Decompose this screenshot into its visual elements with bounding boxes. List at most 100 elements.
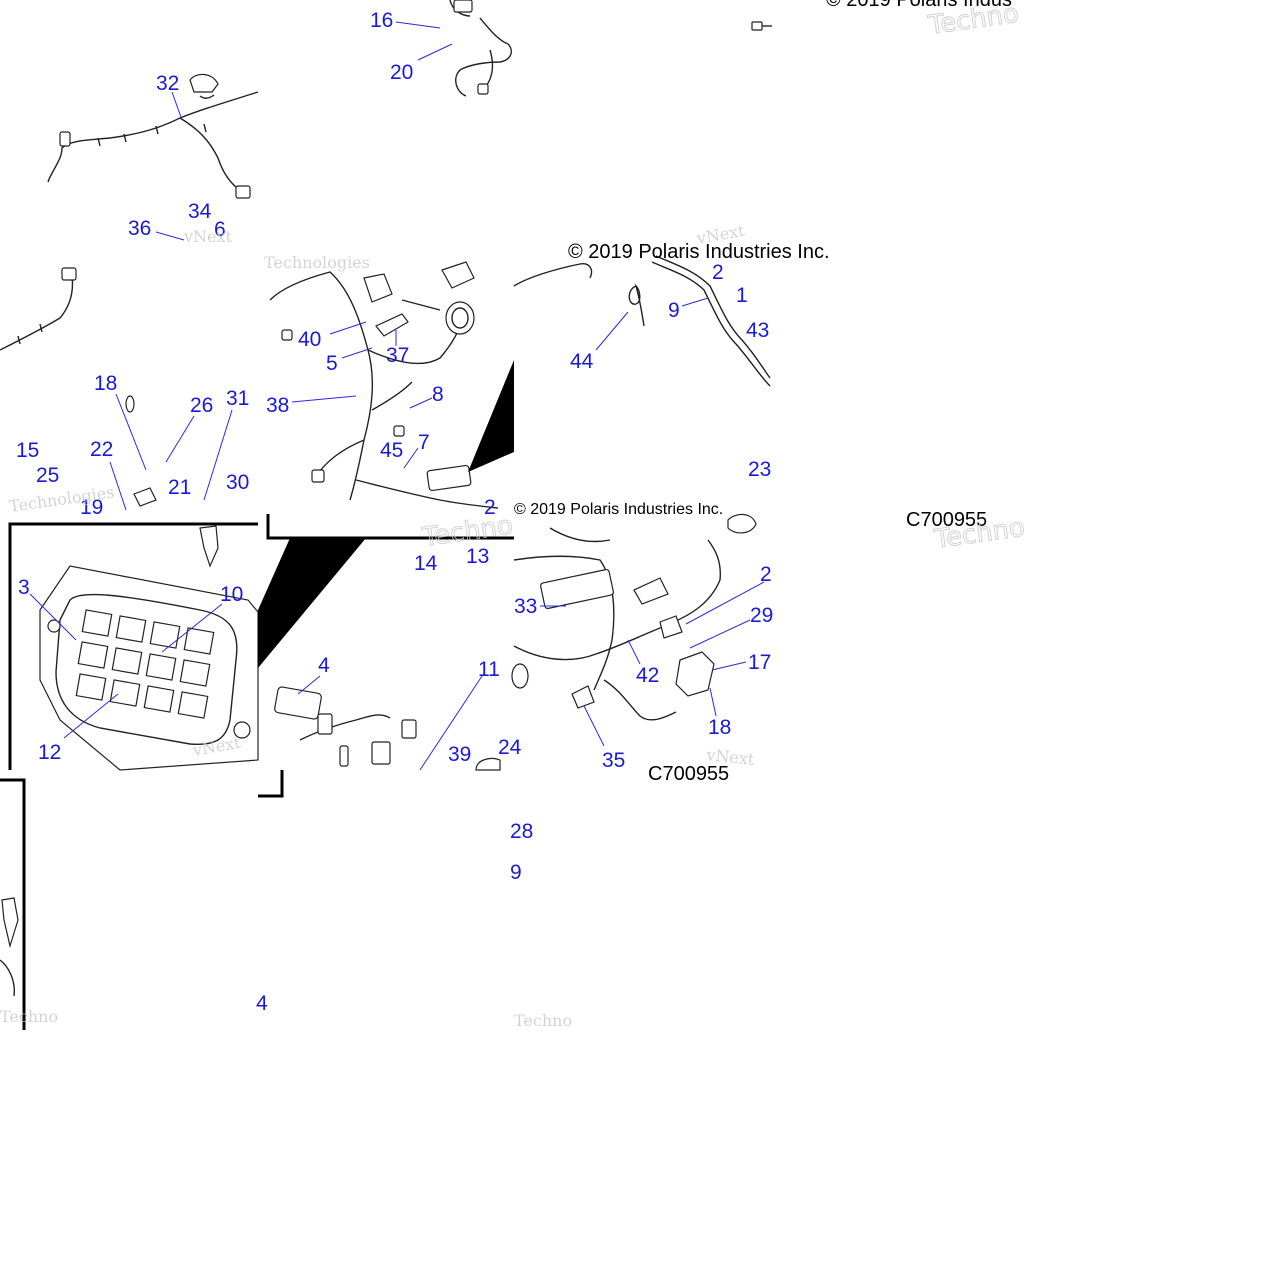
callout-19: 19	[80, 496, 103, 519]
callout-38: 38	[266, 394, 289, 417]
leader-38	[291, 395, 357, 403]
leader-42	[627, 639, 641, 665]
grommet	[125, 395, 135, 413]
inset-frame	[266, 514, 514, 540]
connector	[453, 0, 473, 13]
callout-42: 42	[636, 664, 659, 687]
callout-8: 8	[432, 383, 444, 406]
tile-bottom: 4 28 9 Techno Techno	[0, 778, 572, 1030]
tile-lower-middle: 4 11 14 13 39 24 Techno	[258, 510, 522, 798]
callout-25: 25	[36, 464, 59, 487]
callout-9: 2	[712, 261, 724, 284]
callout-21: 21	[168, 476, 191, 499]
inset-frame	[0, 778, 26, 1030]
callout-28: 28	[510, 820, 533, 843]
copyright-text-middle: © 2019 Polaris Industries Inc.	[568, 241, 830, 263]
leader-11	[419, 675, 483, 771]
callout-45: 45	[380, 439, 403, 462]
figure-code-lower: C700955	[648, 763, 729, 785]
connector	[61, 267, 77, 281]
callout-17: 17	[748, 651, 771, 674]
wire-harness-branch	[371, 381, 413, 411]
wire-harness-segment	[449, 0, 512, 97]
tile-fuse-box-inset: 3 10 12 vNext	[8, 522, 259, 771]
wire-harness-main	[651, 261, 771, 387]
leader-32	[171, 91, 183, 121]
clip	[189, 73, 219, 93]
leader-26	[165, 415, 195, 463]
callout-4: 4	[318, 654, 330, 677]
connector	[401, 719, 417, 739]
connector-bracket	[633, 577, 669, 605]
wire-harness-branch	[355, 479, 499, 509]
connector	[317, 713, 333, 735]
callout-2: 2	[484, 496, 496, 519]
tile-lower-right: 33 2 29 17 42 18 35 C700955 vNext	[511, 513, 773, 785]
callout-1: 9	[668, 299, 680, 322]
callout-36: 36	[128, 217, 151, 240]
leader-1	[681, 297, 709, 307]
fuse-slots	[75, 609, 215, 719]
mount-hole	[47, 619, 61, 633]
callout-15: 15	[16, 439, 39, 462]
copyright-text-lower: © 2019 Polaris Industries Inc.	[514, 501, 723, 518]
leader-17	[711, 661, 747, 671]
fuse-block	[540, 568, 614, 610]
mounting-bolt	[1, 897, 19, 949]
wire-harness-branch	[549, 527, 611, 543]
watermark-text: vNext	[183, 227, 233, 246]
wire-harness-segment	[47, 91, 259, 183]
connector	[339, 745, 349, 767]
wire-ties	[17, 323, 43, 345]
callout-23: 23	[748, 458, 771, 481]
callout-20: 20	[390, 61, 413, 84]
connector	[477, 83, 489, 95]
tile-right-middle: 44 9 2 1 43 23 © 2019 Polaris Industries…	[513, 221, 830, 481]
connector	[281, 329, 293, 341]
callout-14: 14	[414, 552, 438, 575]
tile-top-right: © 2019 Polaris Indus Techno	[751, 0, 1021, 42]
tile-left-middle: 18 26 31 15 22 25 21 30 19 Technologies …	[0, 227, 249, 519]
wire-harness-branch	[603, 679, 677, 721]
leader-12	[63, 693, 119, 739]
module	[274, 686, 322, 720]
grommet	[511, 663, 529, 689]
leader-31	[203, 409, 233, 501]
callout-29: 29	[750, 604, 773, 627]
leader-36	[155, 231, 185, 241]
wire-harness-segment	[299, 714, 391, 741]
leader-20	[417, 43, 453, 61]
leader-16	[395, 21, 441, 29]
fuse-box-small	[426, 464, 472, 492]
connector-round-inner	[451, 307, 469, 329]
mounting-bolt	[199, 525, 219, 568]
figure-code-upper: C700955	[906, 509, 987, 531]
callout-39: 39	[448, 743, 471, 766]
tile-far-right: C700955 Techno	[906, 509, 1027, 556]
watermark-text: Techno	[514, 1011, 572, 1030]
connector-round	[445, 301, 475, 335]
callout-12: 12	[38, 741, 61, 764]
callout-31: 31	[226, 387, 249, 410]
wire-harness-segment	[513, 263, 593, 287]
fuse-box-rim	[55, 593, 238, 746]
callout-27: 43	[746, 319, 769, 342]
leader-35	[583, 705, 605, 747]
zoom-wedge-lower	[258, 538, 366, 668]
connector	[393, 425, 405, 437]
watermark-text: Techno	[420, 511, 515, 553]
leader-40	[329, 321, 367, 335]
connector-bracket	[659, 615, 683, 639]
callout-3: 3	[18, 576, 30, 599]
leader-5	[341, 347, 373, 359]
leader-8	[409, 397, 433, 409]
wire-harness-main	[269, 271, 374, 501]
bracket	[375, 313, 409, 337]
tile-center-harness: 40 5 37 38 8 7 45 2 Technologies	[264, 253, 499, 519]
relay-block	[675, 651, 715, 697]
callout-37: 37	[386, 344, 409, 367]
connector	[235, 185, 251, 199]
callout-10: 10	[220, 583, 243, 606]
zoom-wedge-upper	[468, 360, 514, 472]
connector	[371, 741, 391, 765]
